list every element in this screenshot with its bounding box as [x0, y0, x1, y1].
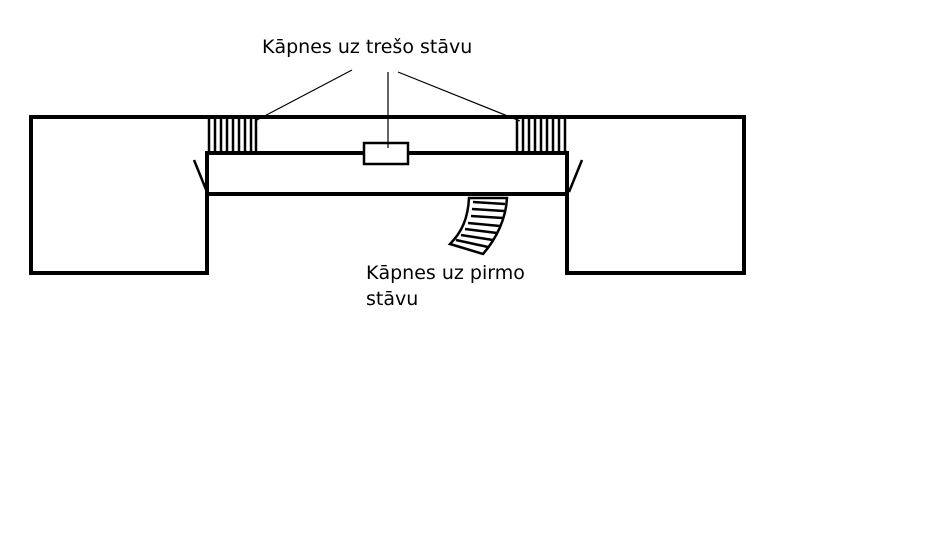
left-stairs-up: [207, 115, 258, 155]
first-floor-stairs-label-line1: Kāpnes uz pirmo: [366, 262, 525, 284]
center-hatch: [362, 141, 410, 166]
third-floor-stairs-label: Kāpnes uz trešo stāvu: [262, 36, 473, 58]
label-leader-lines: [254, 69, 521, 148]
curved-stairs-down: [447, 196, 509, 256]
right-stairs-up: [515, 115, 567, 155]
right-room: [565, 115, 746, 275]
left-room: [29, 115, 209, 275]
right-door-swing: [567, 159, 584, 193]
first-floor-stairs-label-line2: stāvu: [366, 288, 419, 310]
left-door-swing: [192, 159, 209, 193]
